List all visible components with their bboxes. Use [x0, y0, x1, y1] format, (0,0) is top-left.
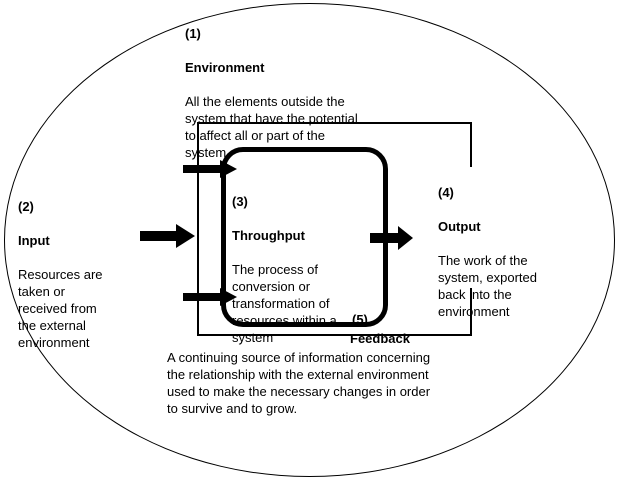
feedback-upper-arrow-icon: [183, 160, 237, 178]
input-block: (2) Input Resources are taken or receive…: [18, 181, 143, 368]
feedback-lower-arrow-icon: [183, 288, 237, 306]
output-title: Output: [438, 219, 481, 234]
feedback-description: A continuing source of information conce…: [167, 350, 431, 416]
output-block: (4) Output The work of the system, expor…: [436, 167, 540, 319]
feedback-number: (5): [352, 312, 368, 327]
environment-number: (1): [185, 26, 201, 41]
output-arrow-icon: [370, 226, 413, 250]
environment-boundary-ellipse: [4, 3, 615, 477]
input-number: (2): [18, 199, 34, 214]
input-arrow-icon: [140, 224, 195, 248]
input-description: Resources are taken or received from the…: [18, 267, 103, 350]
environment-block: (1) Environment All the elements outside…: [185, 8, 380, 178]
output-description: The work of the system, exported back in…: [438, 253, 537, 319]
throughput-number: (3): [232, 194, 248, 209]
throughput-title: Throughput: [232, 228, 305, 243]
environment-description: All the elements outside the system that…: [185, 94, 358, 160]
environment-title: Environment: [185, 60, 265, 75]
input-title: Input: [18, 233, 50, 248]
throughput-block: (3) Throughput The process of conversion…: [232, 176, 367, 363]
output-number: (4): [438, 185, 454, 200]
feedback-title: Feedback: [350, 331, 410, 346]
throughput-description: The process of conversion or transformat…: [232, 262, 337, 345]
